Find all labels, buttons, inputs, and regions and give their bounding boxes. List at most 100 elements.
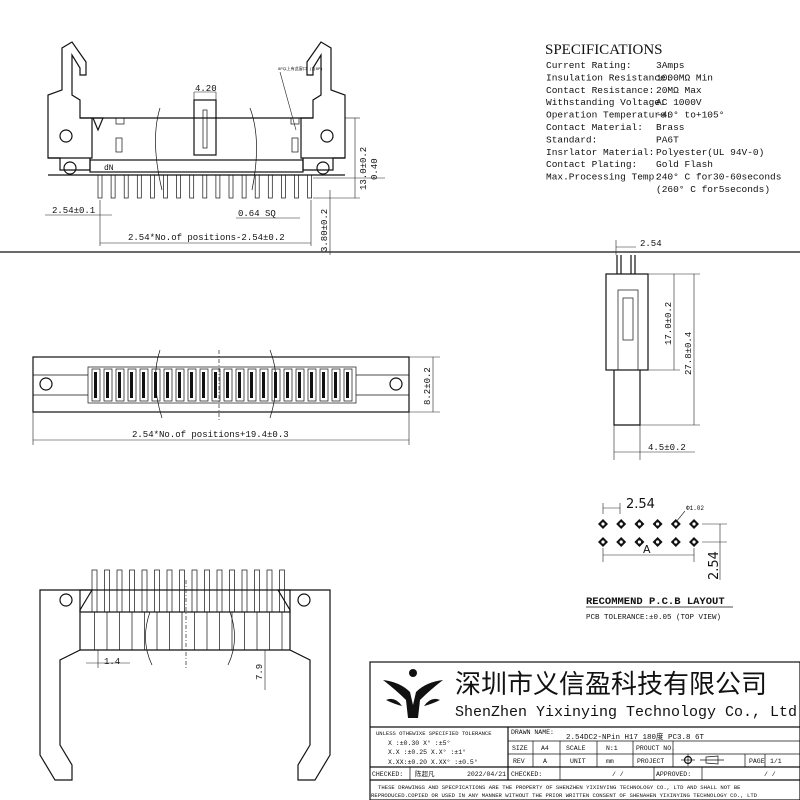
pin: [154, 569, 160, 613]
contact: [94, 372, 97, 398]
company-name-en: ShenZhen Yixinying Technology Co., Ltd: [455, 704, 797, 721]
pin: [204, 569, 210, 613]
front-view: dN 4.20 8P以上有此窗口 (含8P) 2.54±0.1 0.64 SQ …: [45, 41, 385, 255]
unit-label: UNIT: [570, 758, 586, 765]
approved-label: APPROVED:: [656, 771, 691, 778]
product-no-label: PROUCT NO.: [636, 745, 675, 752]
dim-upper-height: 17.0±0.2: [664, 302, 674, 345]
contact-slot: [223, 368, 233, 402]
contact-slot: [295, 368, 305, 402]
spec-value: Gold Flash: [656, 159, 713, 170]
pcb-hole-center: [674, 522, 678, 526]
rev-value: A: [543, 758, 547, 765]
dim-height: 13.0±0.2: [359, 147, 369, 190]
spec-label: Withstanding Voltage:: [546, 97, 666, 108]
contact: [310, 372, 313, 398]
pin: [141, 569, 148, 613]
spec-label: Insulation Resistance:: [546, 72, 671, 83]
pcb-hole-center: [692, 522, 696, 526]
pin: [202, 174, 208, 199]
spec-value: Polyester(UL 94V-0): [656, 147, 764, 158]
checked-label: CHECKED:: [372, 771, 403, 778]
approved-date: / /: [764, 771, 776, 778]
drawn-name-label: DRAWN NAME:: [511, 729, 554, 736]
size-value: A4: [541, 745, 549, 752]
notice-line-2: REPRODUCED.COPIED OR USED IN ANY MANNER …: [371, 792, 758, 799]
dim-tail: 3.80±0.2: [320, 209, 330, 252]
contact-slot: [127, 368, 137, 402]
pin: [91, 569, 98, 613]
contact-slot: [139, 368, 149, 402]
pcb-hole-center: [619, 540, 623, 544]
pin: [189, 174, 195, 199]
pin: [241, 569, 248, 613]
tolerance-2: X.X :±0.25 X.X° :±1°: [388, 748, 466, 756]
tolerance-title: UNLESS OTHEWIXE SPECIFIED TOLERANCE: [376, 730, 492, 737]
spec-label: Contact Material:: [546, 122, 643, 133]
tolerance-1: X :±0.30 X° :±5°: [388, 739, 450, 747]
dim-length: 2.54*No.of positions+19.4±0.3: [132, 430, 289, 440]
spec-label: Max.Processing Temp:: [546, 172, 660, 183]
contact: [346, 372, 349, 398]
dim-side-pitch: 2.54: [640, 239, 662, 249]
pin: [229, 569, 235, 613]
contact-slot: [175, 368, 185, 402]
spec-value: 20MΩ Max: [656, 85, 702, 96]
side-view: 2.54 17.0±0.2 27.8±0.4 4.5±0.2: [605, 239, 700, 460]
pcb-hole-center: [637, 540, 642, 544]
specifications-block: SPECIFICATIONS Current Rating:3AmpsInsul…: [545, 42, 781, 195]
pcb-layout: 2.54 Φ1.02 A 2.54 RECOMMEND P.C.B LAYOUT…: [586, 497, 733, 622]
dim-side-width: 4.5±0.2: [648, 443, 686, 453]
contact: [226, 372, 229, 398]
spec-extra: (260° C for5seconds): [656, 184, 770, 195]
dim-0-40: 0.40: [370, 158, 380, 180]
pcb-hole-center: [656, 540, 660, 544]
checked2-label: CHECKED:: [511, 771, 542, 778]
contact: [322, 372, 325, 398]
contact-slot: [283, 368, 293, 402]
spec-label: Contact Resistance:: [546, 85, 654, 96]
drawn-name: 2.54DC2-NPin H17 180度 PC3.8 6T: [566, 731, 705, 742]
pin: [307, 174, 312, 199]
pin: [254, 569, 260, 613]
pin: [228, 174, 234, 199]
spec-value: PA6T: [656, 134, 679, 145]
pin: [136, 174, 142, 199]
spec-label: Current Rating:: [546, 60, 632, 71]
contact-slot: [235, 368, 245, 402]
project-label: PROJECT: [637, 758, 664, 765]
page-value: 1/1: [770, 758, 782, 765]
contact-slot: [187, 368, 197, 402]
contact: [190, 372, 193, 398]
spec-label: Operation Temperature:: [546, 110, 671, 121]
spec-value: -40° to+105°: [656, 110, 724, 121]
pin: [163, 174, 168, 199]
pin: [294, 174, 299, 199]
contact: [250, 372, 253, 398]
pcb-layout-title: RECOMMEND P.C.B LAYOUT: [586, 596, 725, 608]
pin: [179, 569, 185, 613]
contact-slot: [211, 368, 221, 402]
dim-slot-width: 4.20: [195, 84, 217, 94]
unit-value: mm: [606, 758, 614, 765]
tolerance-3: X.XX:±0.20 X.XX° :±0.5°: [388, 758, 478, 766]
contact-slot: [199, 368, 209, 402]
contact: [178, 372, 181, 398]
contact: [238, 372, 241, 398]
size-label: SIZE: [512, 745, 528, 752]
contact-slot: [271, 368, 281, 402]
checked-by: 陈超凡: [415, 769, 435, 778]
projection-symbol-icon: [681, 754, 724, 766]
top-view: 2.54*No.of positions+19.4±0.3 8.2±0.2: [32, 349, 440, 445]
bottom-view: 1.4 7.9: [39, 569, 331, 781]
pin: [123, 174, 129, 199]
pin: [254, 174, 260, 199]
pin: [116, 569, 123, 613]
pcb-dim-a: A: [643, 543, 651, 556]
spec-label: Standard:: [546, 134, 597, 145]
pin: [104, 569, 110, 613]
contact: [214, 372, 217, 398]
checked2-date: / /: [612, 771, 624, 778]
contact: [142, 372, 145, 398]
checked-date: 2022/04/21: [467, 771, 506, 778]
